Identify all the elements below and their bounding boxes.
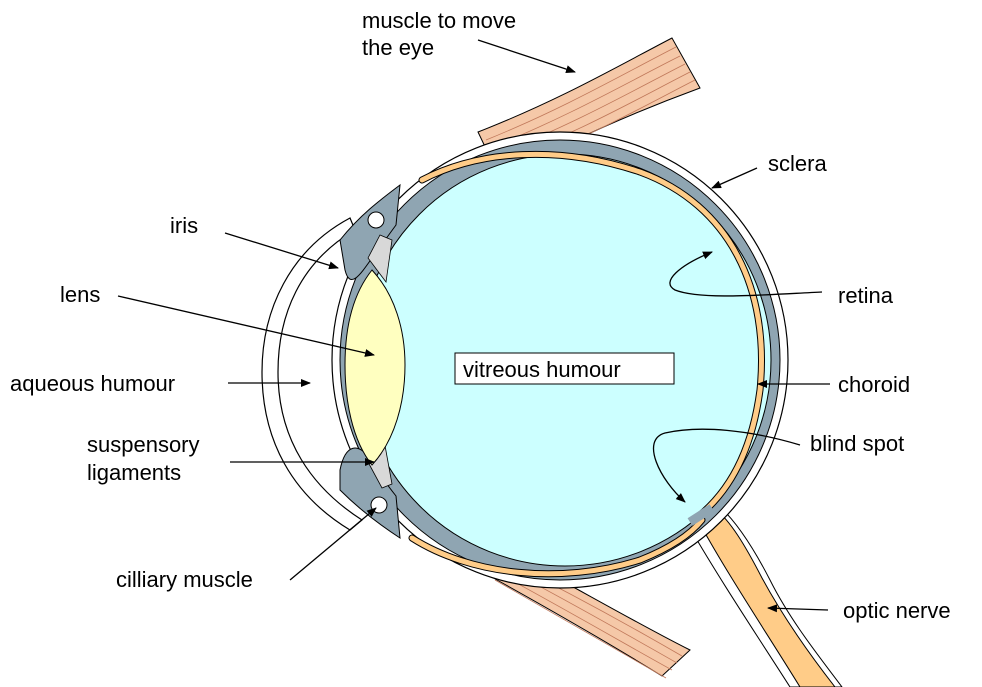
suspensory-label-line2: ligaments: [87, 460, 181, 485]
muscle-label-line2: the eye: [362, 35, 434, 60]
retina-label: retina: [838, 283, 894, 308]
blind-spot-label: blind spot: [810, 431, 904, 456]
muscle-arrow: [478, 40, 575, 72]
muscle-label-line1: muscle to move: [362, 8, 516, 33]
iris-label: iris: [170, 213, 198, 238]
sclera-arrow: [712, 168, 757, 188]
vitreous-humour-label: vitreous humour: [463, 357, 621, 382]
choroid-label: choroid: [838, 372, 910, 397]
optic-nerve-label: optic nerve: [843, 598, 951, 623]
sclera-label: sclera: [768, 151, 827, 176]
cilliary-muscle-label: cilliary muscle: [116, 567, 253, 592]
cilliary-muscle-upper: [368, 212, 384, 228]
aqueous-humour-label: aqueous humour: [10, 371, 175, 396]
lens-label: lens: [60, 282, 100, 307]
suspensory-label-line1: suspensory: [87, 432, 200, 457]
optic-nerve: [690, 505, 842, 687]
